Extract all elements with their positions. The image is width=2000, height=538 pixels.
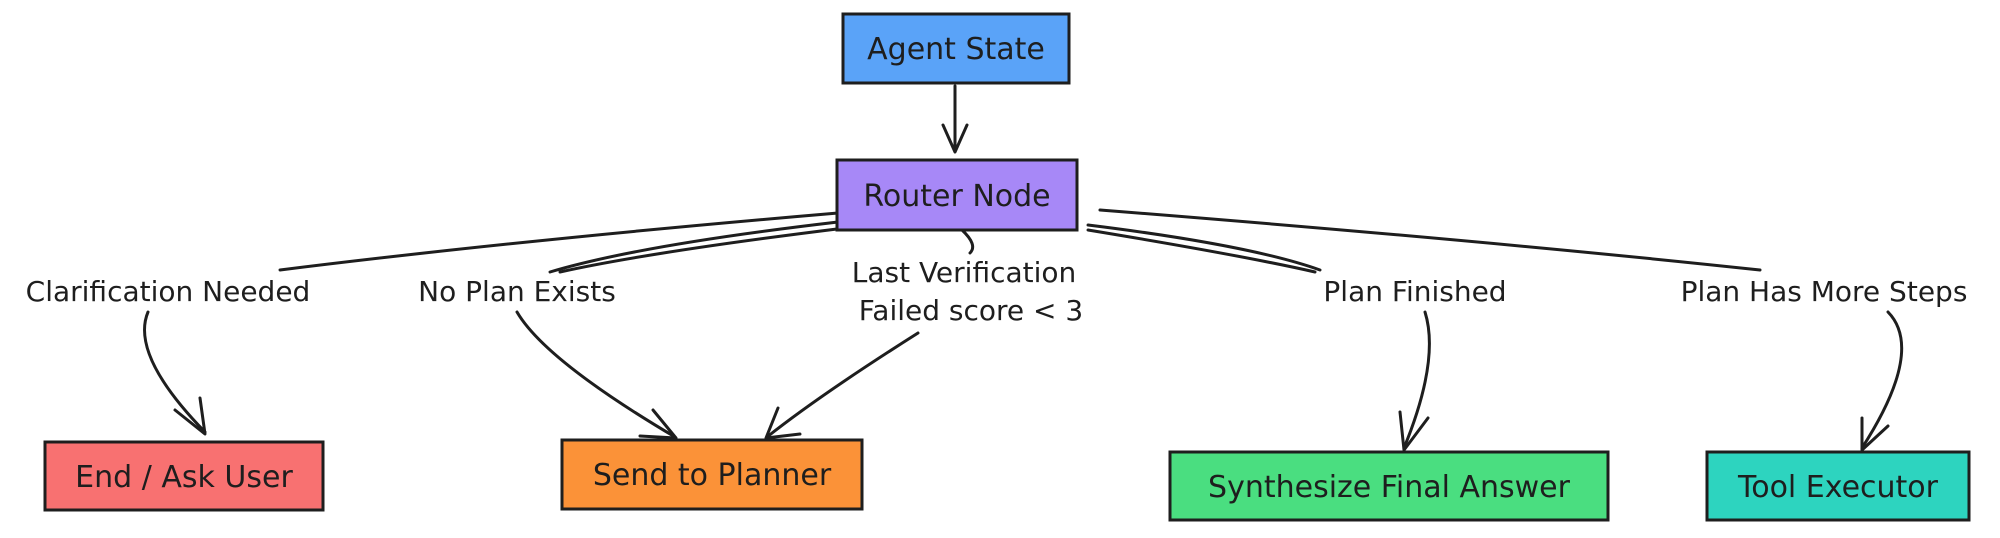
edge-finished-to-synthesize xyxy=(1402,310,1431,450)
node-synthesize-label: Synthesize Final Answer xyxy=(1208,470,1571,505)
node-router: Router Node xyxy=(835,158,1079,232)
node-tool-executor-label: Tool Executor xyxy=(1737,470,1939,505)
node-send-to-planner-label: Send to Planner xyxy=(593,458,832,493)
arrowhead-noplan-to-planner xyxy=(638,408,678,440)
edge-router-to-verification xyxy=(960,228,975,255)
arrowhead-clarification-to-end xyxy=(173,396,207,436)
arrowhead-moresteps-to-tool xyxy=(1860,416,1890,452)
edge-label-no-plan: No Plan Exists xyxy=(418,275,616,308)
edge-router-to-finished-2 xyxy=(1086,228,1317,274)
edge-clarification-to-end xyxy=(143,310,207,434)
edge-label-clarification: Clarification Needed xyxy=(26,275,311,308)
edge-router-to-noplan xyxy=(548,220,840,274)
edge-router-to-finished xyxy=(1086,223,1322,272)
edge-verification-to-planner xyxy=(765,331,920,439)
edge-moresteps-to-tool xyxy=(1860,310,1904,450)
edge-router-to-clarification xyxy=(278,211,840,272)
edge-router-to-moresteps xyxy=(1098,208,1762,272)
edge-router-to-noplan-2 xyxy=(558,226,847,274)
arrowhead-verification-to-planner xyxy=(764,406,802,440)
node-router-label: Router Node xyxy=(863,179,1050,214)
edge-label-more-steps: Plan Has More Steps xyxy=(1681,275,1968,308)
node-tool-executor: Tool Executor xyxy=(1705,450,1971,522)
node-agent-state: Agent State xyxy=(841,12,1071,85)
node-synthesize: Synthesize Final Answer xyxy=(1168,450,1610,522)
edge-label-verification-line2: Failed score < 3 xyxy=(859,294,1083,327)
edge-labels: Clarification Needed No Plan Exists Last… xyxy=(26,256,1968,327)
arrowhead-agent-to-router xyxy=(941,123,969,154)
node-agent-state-label: Agent State xyxy=(867,32,1045,67)
edges xyxy=(143,84,1904,452)
node-end-ask-user-label: End / Ask User xyxy=(75,460,293,495)
node-send-to-planner: Send to Planner xyxy=(560,438,864,511)
node-end-ask-user: End / Ask User xyxy=(43,440,325,512)
edge-label-plan-finished: Plan Finished xyxy=(1323,275,1506,308)
edge-noplan-to-planner xyxy=(515,310,677,439)
edge-label-verification-line1: Last Verification xyxy=(852,256,1077,289)
arrowhead-finished-to-synthesize xyxy=(1398,410,1430,452)
